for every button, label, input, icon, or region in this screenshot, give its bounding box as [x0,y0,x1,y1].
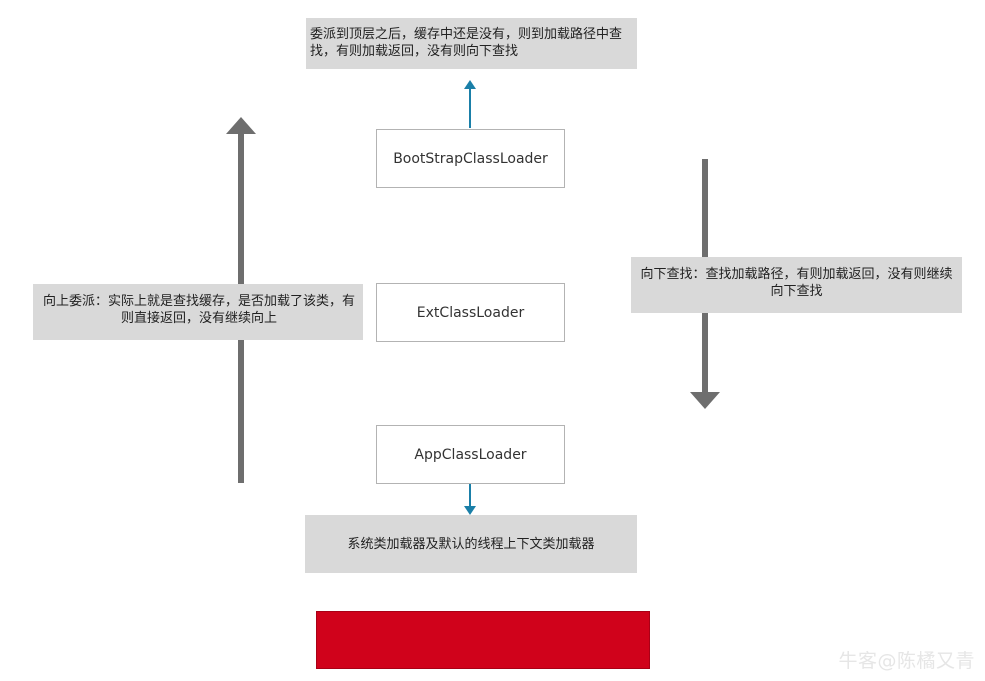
up-arrow-small [464,80,476,128]
red-highlight-box [316,611,650,669]
note-right-text: 向下查找：查找加载路径，有则加载返回，没有则继续向下查找 [640,267,953,299]
down-arrow-small [464,484,476,515]
box-ext-label: ExtClassLoader [416,304,525,321]
box-app-classloader: AppClassLoader [376,425,565,484]
box-app-label: AppClassLoader [414,446,527,463]
box-bootstrap-classloader: BootStrapClassLoader [376,129,565,188]
box-bootstrap-label: BootStrapClassLoader [393,150,548,167]
box-ext-classloader: ExtClassLoader [376,283,565,342]
note-left: 向上委派：实际上就是查找缓存，是否加载了该类，有则直接返回，没有继续向上 [33,284,363,340]
note-top-text: 委派到顶层之后，缓存中还是没有，则到加载路径中查找，有则加载返回，没有则向下查找 [310,27,623,59]
note-bottom: 系统类加载器及默认的线程上下文类加载器 [305,515,637,573]
watermark: 牛客@陈橘又青 [838,650,975,672]
note-bottom-text: 系统类加载器及默认的线程上下文类加载器 [347,536,595,552]
note-top: 委派到顶层之后，缓存中还是没有，则到加载路径中查找，有则加载返回，没有则向下查找 [306,18,637,69]
note-left-text: 向上委派：实际上就是查找缓存，是否加载了该类，有则直接返回，没有继续向上 [42,294,355,326]
note-right: 向下查找：查找加载路径，有则加载返回，没有则继续向下查找 [631,257,962,313]
